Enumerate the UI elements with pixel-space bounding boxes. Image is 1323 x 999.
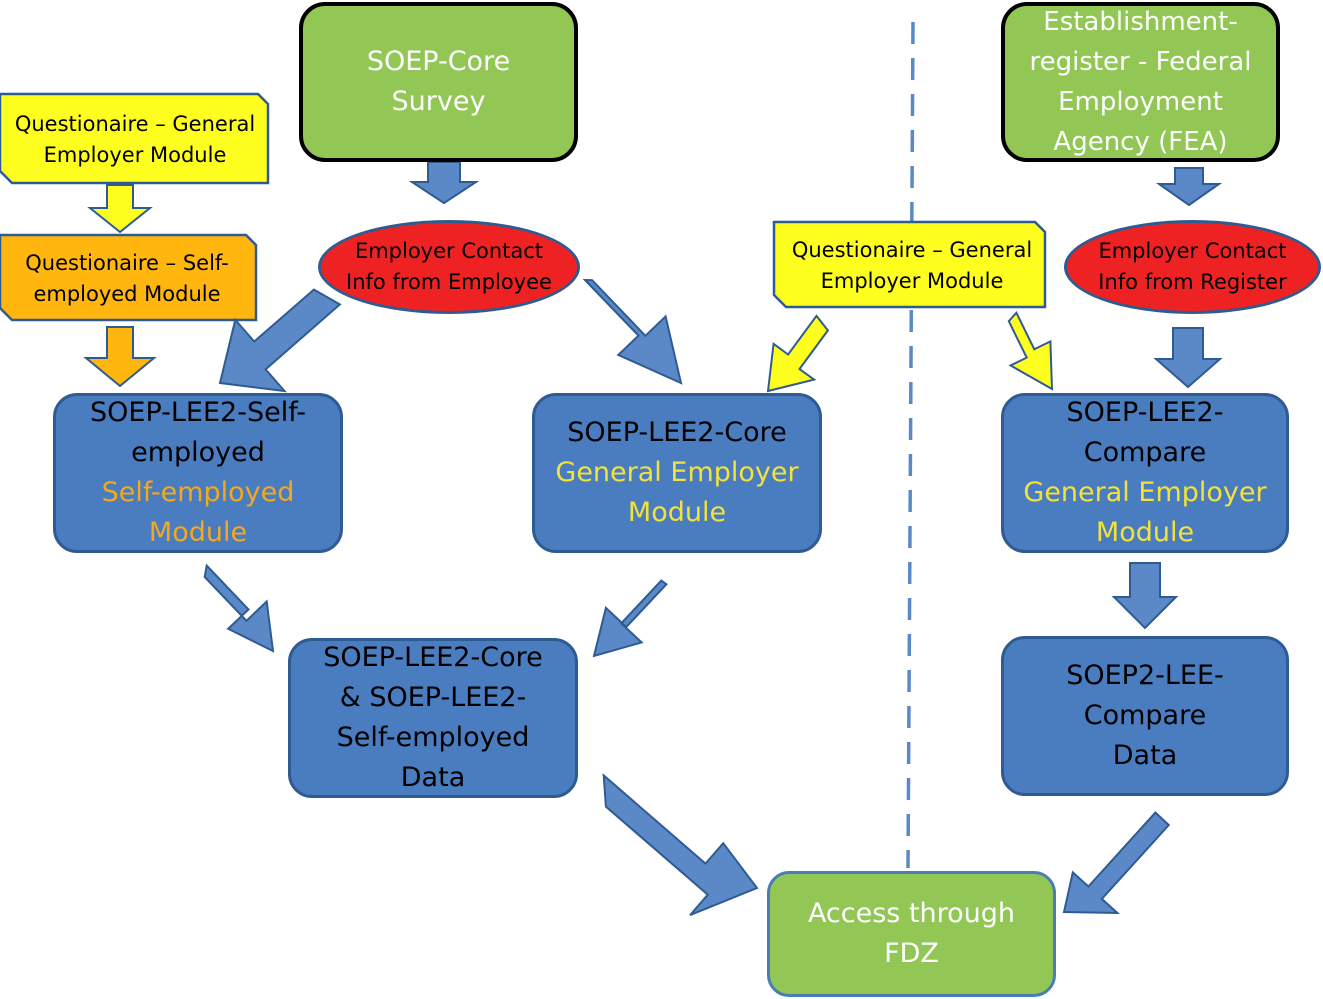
soep-core-survey-box: SOEP-Core Survey	[299, 2, 578, 162]
lee2-core-module2: Module	[627, 497, 727, 528]
employer-contact-register-oval: Employer Contact Info from Register	[1064, 220, 1321, 314]
access-fdz-line2: FDZ	[884, 938, 939, 969]
access-fdz-line1: Access through	[807, 898, 1016, 929]
compare-data-line1: SOEP2-LEE-	[1066, 660, 1224, 691]
questionnaire-general-center-line2: Employer Module	[820, 269, 1004, 293]
access-fdz-box: Access through FDZ	[767, 871, 1056, 997]
core-self-data-line3: Self-employed	[336, 722, 530, 753]
arrow-data-to-access	[602, 773, 759, 917]
establishment-register-line1: Establishment-	[1043, 7, 1238, 37]
arrow-q-self-to-lee2-self	[83, 326, 157, 388]
arrow-survey-to-contact	[408, 161, 480, 205]
arrow-compare-data-to-access	[1062, 811, 1171, 915]
lee2-core-line1: SOEP-LEE2-Core	[567, 417, 787, 448]
employer-contact-employee-oval: Employer Contact Info from Employee	[318, 220, 580, 314]
compare-data-box: SOEP2-LEE- Compare Data	[1001, 636, 1289, 796]
soep-lee2-compare-box: SOEP-LEE2- Compare General Employer Modu…	[1001, 393, 1289, 553]
lee2-self-module1: Self-employed	[101, 477, 295, 508]
questionnaire-general-left-line2: Employer Module	[43, 143, 227, 167]
lee2-core-module1: General Employer	[555, 457, 799, 488]
soep-core-survey-line2: Survey	[391, 86, 486, 117]
arrow-lee2-core-to-data	[592, 579, 668, 658]
core-self-data-line1: SOEP-LEE2-Core	[323, 642, 543, 673]
lee2-compare-line1: SOEP-LEE2-	[1066, 397, 1224, 428]
note-shape-general-center	[772, 220, 1047, 309]
note-shape-general-left	[0, 92, 270, 185]
divider-line	[906, 21, 915, 869]
questionnaire-self-employed-line1: Questionaire – Self-	[25, 251, 229, 275]
lee2-compare-module1: General Employer	[1023, 477, 1267, 508]
arrow-contact-to-lee2-self	[218, 288, 342, 393]
soep-lee2-core-box: SOEP-LEE2-Core General Employer Module	[532, 393, 822, 553]
arrow-q-center-to-lee2-compare	[1007, 311, 1054, 391]
lee2-compare-line2: Compare	[1083, 437, 1207, 468]
questionnaire-self-employed-line2: employed Module	[33, 282, 221, 306]
establishment-register-line3: Employment	[1058, 87, 1223, 117]
soep-lee2-self-employed-box: SOEP-LEE2-Self- employed Self-employed M…	[53, 393, 343, 553]
establishment-register-line2: register - Federal	[1029, 47, 1252, 77]
arrow-q-center-to-lee2-core	[766, 314, 830, 393]
compare-data-line3: Data	[1112, 740, 1178, 771]
questionnaire-general-center: Questionaire – General Employer Module	[776, 227, 1048, 305]
contact-employee-line1: Employer Contact	[354, 239, 544, 263]
lee2-compare-module2: Module	[1095, 517, 1195, 548]
contact-employee-line2: Info from Employee	[346, 270, 552, 294]
questionnaire-general-left-line1: Questionaire – General	[14, 112, 256, 136]
arrow-register-to-contact	[1155, 167, 1223, 207]
lee2-self-module2: Module	[148, 517, 248, 548]
contact-register-line1: Employer Contact	[1098, 239, 1287, 263]
questionnaire-general-center-line1: Questionaire – General	[791, 238, 1033, 262]
questionnaire-self-employed: Questionaire – Self- employed Module	[4, 240, 250, 318]
arrow-q-general-to-q-self	[87, 184, 153, 234]
note-shape-self-employed	[0, 233, 258, 322]
core-self-employed-data-box: SOEP-LEE2-Core & SOEP-LEE2- Self-employe…	[288, 638, 578, 798]
lee2-self-line2: employed	[131, 437, 265, 468]
establishment-register-box: Establishment- register - Federal Employ…	[1001, 2, 1280, 162]
arrow-compare-to-compare-data	[1111, 562, 1179, 630]
core-self-data-line2: & SOEP-LEE2-	[339, 682, 527, 713]
compare-data-line2: Compare	[1083, 700, 1207, 731]
arrow-contact-register-to-compare	[1153, 327, 1223, 389]
soep-core-survey-line1: SOEP-Core	[366, 46, 511, 77]
establishment-register-line4: Agency (FEA)	[1053, 127, 1228, 157]
lee2-self-line1: SOEP-LEE2-Self-	[90, 397, 306, 428]
questionnaire-general-left: Questionaire – General Employer Module	[4, 100, 266, 180]
core-self-data-line4: Data	[400, 762, 466, 793]
arrow-contact-to-lee2-core	[582, 278, 683, 385]
contact-register-line2: Info from Register	[1098, 270, 1287, 294]
arrow-lee2-self-to-data	[203, 563, 275, 653]
